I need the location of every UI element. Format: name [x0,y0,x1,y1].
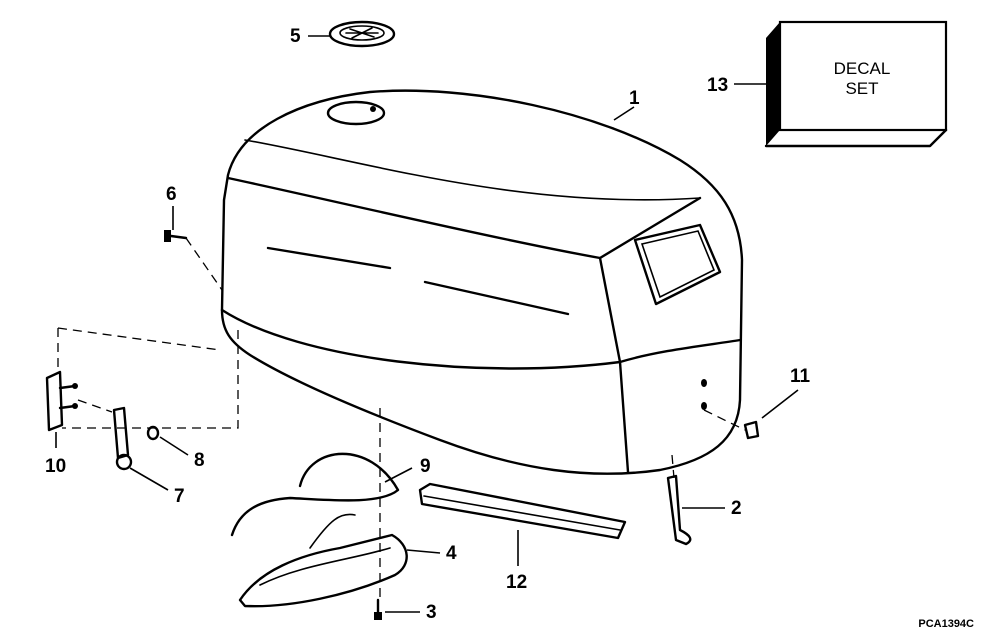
latch-7-roller [115,453,133,471]
seal-strip-9 [230,452,400,537]
callout-10: 10 [45,456,66,477]
cap-plug [328,20,396,48]
leader-8 [159,436,189,456]
cover-side-slot-2 [423,280,570,316]
callout-8: 8 [194,450,205,471]
callout-2: 2 [731,498,742,519]
screw-3 [374,598,382,620]
cover-outline [220,89,744,475]
leader-lines [55,35,799,613]
cover-hole-upper [701,379,707,387]
cover-cap-opening [326,100,386,126]
callout-3: 3 [426,602,437,623]
assembly-dashline-left [57,327,239,429]
callout-9: 9 [420,456,431,477]
decal-line-2: SET [845,79,878,98]
leader-1 [613,106,635,121]
cover-lower-curve [220,308,622,370]
lower-pan-4 [238,513,408,608]
bolt-11-dashline [703,409,746,431]
rubber-strip-12 [418,482,627,540]
cover-front-window [633,223,722,306]
cap-grip [345,27,379,39]
bracket-10-stud-bottom [72,403,78,409]
leader-4 [406,549,441,554]
bracket-2-dashline [671,454,675,479]
drawing-code: PCA1394C [918,618,974,630]
motor-cover [220,89,744,475]
lower-pan-curve [309,513,356,549]
callout-12: 12 [506,572,527,593]
screw-3-head [374,612,382,620]
latch-7-dashline [77,399,113,413]
screw-6-head [164,230,171,242]
cover-top-ridge [244,139,701,201]
lower-pan-ridge [259,547,391,586]
cover-front-lower [618,338,742,364]
decal-box-side [766,22,780,146]
callout-6: 6 [166,184,177,205]
callout-labels: 1 2 3 4 5 6 7 8 9 10 11 12 13 [45,26,811,623]
latch-7-arm [112,406,130,460]
nut-8 [146,425,160,441]
lower-pan-outline [238,533,408,608]
cover-cap-dot [370,106,376,112]
bracket-2 [666,454,692,546]
bracket-10-stud-top [72,383,78,389]
callout-4: 4 [446,543,457,564]
leader-9 [384,467,413,483]
cover-hole-lower [701,402,707,410]
decal-box-front [778,20,948,132]
bolt-11 [703,409,760,440]
callout-5: 5 [290,26,301,47]
callout-7: 7 [174,486,185,507]
cover-shell-seam [226,176,702,260]
decal-box-bottom [764,128,948,148]
callout-1: 1 [629,88,640,109]
cover-side-slot-1 [266,246,392,270]
bracket-10 [45,370,78,432]
decal-set-box: DECAL SET [764,20,948,148]
latch-7 [77,399,133,471]
leader-7 [129,467,169,491]
cap-outer [328,20,396,48]
callout-11: 11 [790,366,811,387]
rubber-strip-outline [418,482,627,540]
cap-inner [339,25,385,41]
callout-13: 13 [707,75,728,96]
cover-front-window-inner [640,230,716,299]
rubber-strip-groove [423,495,621,531]
leader-11 [761,389,799,419]
screw-6-shank [169,234,188,240]
bracket-10-plate [45,370,64,432]
screw-6 [164,230,223,291]
screw-6-dashline [185,237,223,291]
decal-line-1: DECAL [834,59,891,78]
bracket-2-body [666,474,692,546]
bolt-11-head [743,420,760,440]
